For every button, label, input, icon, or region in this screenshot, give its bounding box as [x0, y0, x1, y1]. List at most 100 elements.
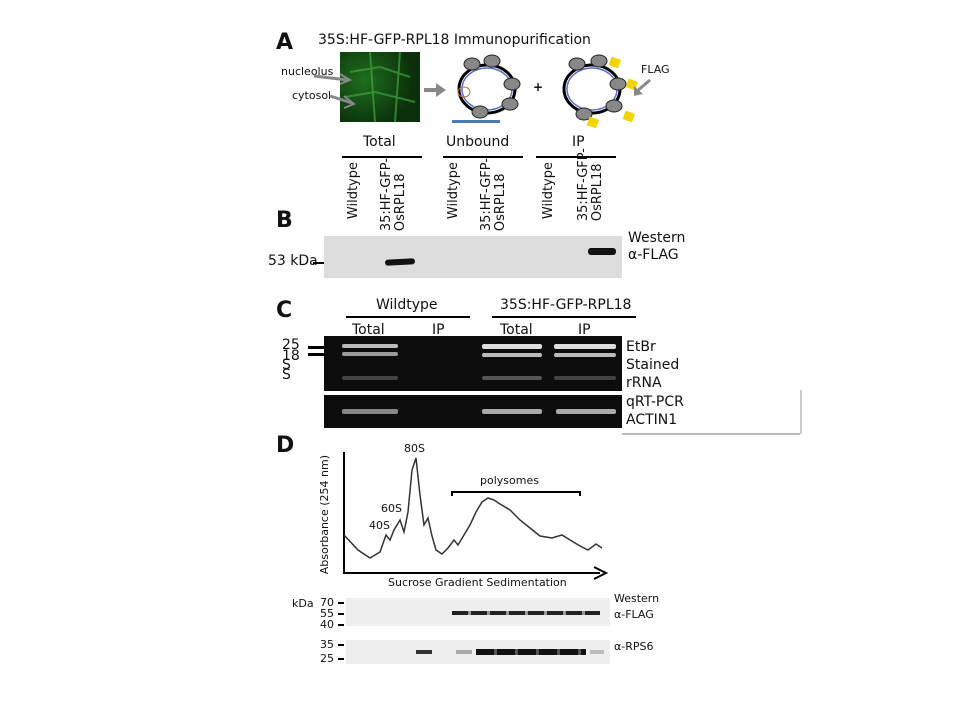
- lane-label-line1: 35:HF-GFP-: [576, 148, 591, 222]
- rrna-label: rRNA: [626, 375, 662, 391]
- marker-55: 55: [320, 607, 334, 620]
- kda-label: kDa: [292, 597, 314, 610]
- blot-band: [416, 650, 432, 654]
- lane-label-line2: OsRPL18: [493, 173, 508, 232]
- transgenic-bracket: [492, 316, 636, 318]
- total-bracket: [342, 156, 422, 158]
- lane-label-line2: OsRPL18: [393, 173, 408, 232]
- polysome-profile: [343, 452, 609, 580]
- marker-tick: [308, 353, 324, 356]
- lane-label-wildtype: Wildtype: [346, 162, 361, 220]
- western-label: Western: [628, 230, 686, 246]
- cytosol-label: cytosol: [292, 89, 332, 102]
- panel-a-label: A: [276, 30, 294, 55]
- x-axis-label: Sucrose Gradient Sedimentation: [388, 576, 567, 589]
- marker-tick: [313, 262, 325, 264]
- stained-label: Stained: [626, 357, 680, 373]
- lane-label-transgenic: 35:HF-GFP- OsRPL18: [479, 158, 508, 232]
- blot-band: [588, 248, 616, 255]
- peak-80s-label: 80S: [404, 442, 425, 455]
- plus-sign: +: [533, 80, 544, 94]
- gel-band: [482, 344, 542, 349]
- lane-label-line1: 35:HF-GFP-: [479, 158, 494, 232]
- lane-ip: IP: [432, 322, 445, 338]
- rrna-18: 18: [282, 348, 300, 364]
- marker-tick: [338, 613, 344, 615]
- flag-antibody-label: α-FLAG: [628, 247, 679, 263]
- blot-bands: [452, 611, 600, 615]
- marker-25: 25: [320, 652, 334, 665]
- unbound-bar: [452, 120, 500, 123]
- blot-band: [456, 650, 472, 654]
- flag-label: FLAG: [641, 63, 670, 76]
- gel-band: [342, 376, 398, 380]
- lane-ip: IP: [578, 322, 591, 338]
- gel-band: [556, 409, 616, 414]
- marker-tick: [338, 602, 344, 604]
- western-blot-flag-gradient: [346, 598, 610, 626]
- rrna-25: 25: [282, 337, 300, 353]
- lane-label-transgenic: 35:HF-GFP- OsRPL18: [379, 158, 408, 232]
- rrna-gel: [324, 336, 622, 391]
- gel-band: [554, 376, 616, 380]
- group-unbound: Unbound: [446, 134, 510, 150]
- lane-label-line2: OsRPL18: [590, 163, 605, 222]
- gel-band: [482, 353, 542, 357]
- ip-bracket: [536, 156, 616, 158]
- marker-tick: [308, 346, 324, 349]
- marker-53kda: 53 kDa: [268, 253, 318, 269]
- lane-label-wildtype: Wildtype: [446, 162, 461, 220]
- pointer-arrows: [313, 73, 356, 109]
- gel-band: [342, 352, 398, 356]
- actin1-label: ACTIN1: [626, 412, 678, 428]
- rps6-label: α-RPS6: [614, 640, 654, 653]
- blot-band: [590, 650, 604, 654]
- blot-bands: [476, 649, 586, 655]
- blot-band: [384, 258, 416, 266]
- peak-60s-label: 60S: [381, 502, 402, 515]
- rrna-s2: S: [282, 367, 291, 383]
- lane-label-transgenic: 35:HF-GFP- OsRPL18: [576, 148, 605, 222]
- marker-tick: [338, 644, 344, 646]
- tagged-polysome-icon: [562, 54, 639, 129]
- rrna-s1: S: [282, 357, 291, 373]
- lane-label-line1: 35:HF-GFP-: [379, 158, 394, 232]
- gel-band: [554, 344, 616, 349]
- group-ip: IP: [572, 134, 585, 150]
- group-wildtype: Wildtype: [376, 297, 438, 313]
- lane-total: Total: [352, 322, 385, 338]
- marker-35: 35: [320, 638, 334, 651]
- divider: [800, 390, 802, 434]
- gfp-micrograph: [340, 52, 420, 122]
- group-total: Total: [363, 134, 396, 150]
- panel-c-label: C: [276, 298, 293, 323]
- marker-70: 70: [320, 596, 334, 609]
- wildtype-bracket: [346, 316, 470, 318]
- peak-40s-label: 40S: [369, 519, 390, 532]
- marker-tick: [338, 658, 344, 660]
- etbr-label: EtBr: [626, 339, 656, 355]
- panel-a-title: 35S:HF-GFP-RPL18 Immunopurification: [318, 32, 591, 48]
- marker-40: 40: [320, 618, 334, 631]
- divider: [622, 433, 800, 435]
- qrtpcr-label: qRT-PCR: [626, 394, 684, 410]
- gel-band: [554, 353, 616, 357]
- gel-band: [482, 409, 542, 414]
- gel-band: [482, 376, 542, 380]
- gel-band: [342, 344, 398, 348]
- panel-d-label: D: [276, 433, 295, 458]
- flag-label-d: α-FLAG: [614, 608, 654, 621]
- panel-b-label: B: [276, 208, 293, 233]
- process-arrow-icon: [424, 83, 446, 97]
- western-blot-rps6: [346, 640, 610, 664]
- polysomes-label: polysomes: [480, 474, 539, 487]
- gel-band: [342, 409, 398, 414]
- polysome-icon: [457, 54, 521, 119]
- unbound-bracket: [443, 156, 523, 158]
- actin-gel: [324, 395, 622, 428]
- nucleolus-label: nucleolus: [281, 65, 334, 78]
- marker-tick: [338, 624, 344, 626]
- western-label-d: Western: [614, 592, 660, 605]
- group-transgenic: 35S:HF-GFP-RPL18: [500, 297, 632, 313]
- western-blot-flag: [324, 236, 622, 278]
